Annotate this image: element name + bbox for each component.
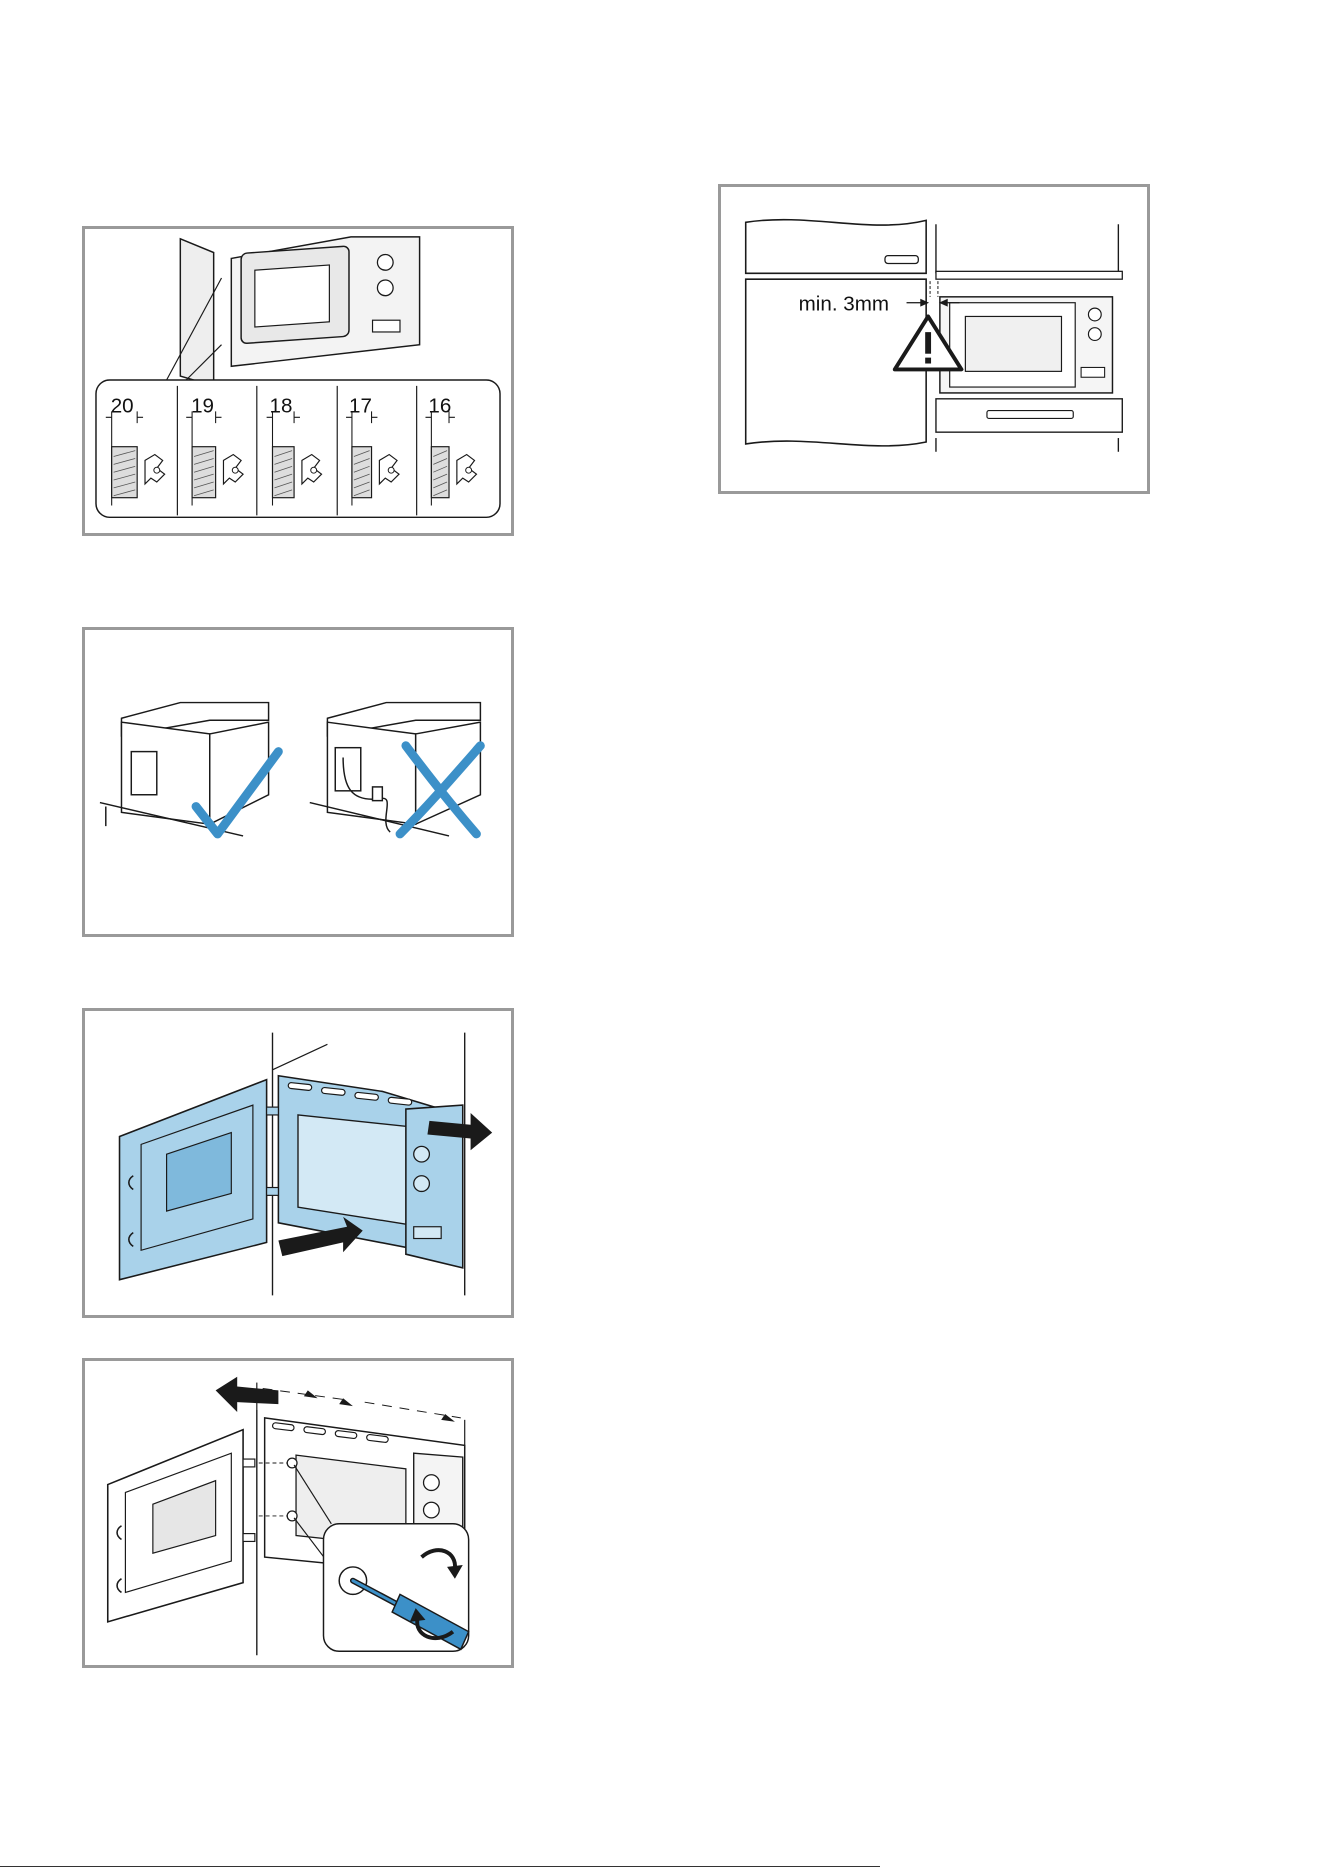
figure-fixing: [82, 1358, 514, 1668]
insertion-illustration: [85, 1011, 511, 1315]
cable-routing-illustration: [85, 630, 511, 934]
figure-cable-routing: [82, 627, 514, 937]
clearance-illustration: min. 3mm: [721, 187, 1147, 491]
fixing-illustration: [85, 1361, 511, 1665]
thickness-label-16: 16: [428, 394, 451, 417]
thickness-label-19: 19: [191, 394, 214, 417]
cabinet-thickness-illustration: 20 19 18 17 16: [85, 229, 511, 533]
move-left-arrow-icon: [216, 1377, 279, 1412]
thickness-label-17: 17: [349, 394, 372, 417]
thickness-label-18: 18: [270, 394, 293, 417]
figure-clearance: min. 3mm: [718, 184, 1150, 494]
appliance-correct: [100, 703, 269, 836]
figure-insertion: [82, 1008, 514, 1318]
figure-cabinet-thickness: 20 19 18 17 16: [82, 226, 514, 536]
footer-rule: [0, 1866, 880, 1867]
thickness-label-20: 20: [111, 394, 134, 417]
clearance-label: min. 3mm: [799, 293, 889, 316]
